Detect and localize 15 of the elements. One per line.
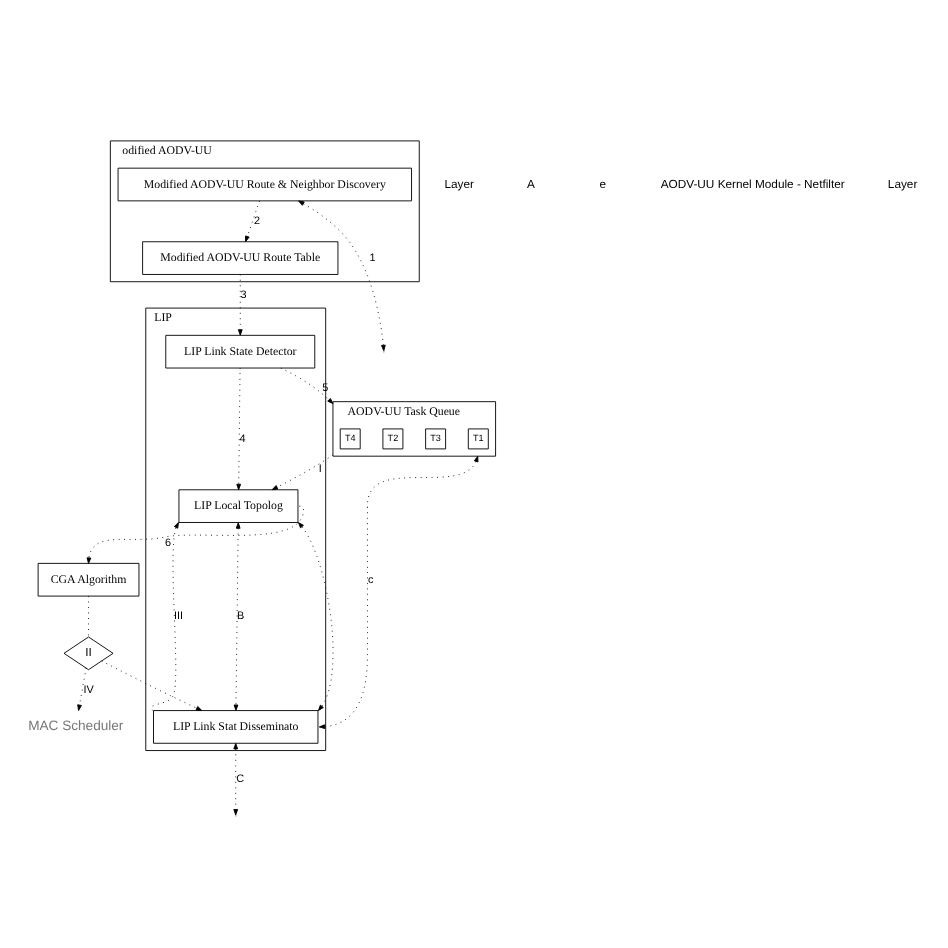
arrow: [280, 366, 334, 404]
arrow: [233, 521, 241, 710]
arrow: [298, 199, 386, 351]
arrow: [86, 504, 305, 563]
arrow: [297, 521, 334, 711]
arrow: [237, 273, 243, 335]
arrow: [271, 453, 334, 490]
connector: [88, 594, 89, 637]
arrow: [77, 666, 87, 710]
arrow: [236, 366, 242, 490]
arrow: [151, 521, 179, 711]
arrow: [233, 741, 239, 815]
arrow: [245, 199, 260, 242]
arrow: [101, 659, 203, 710]
arrow: [318, 454, 479, 729]
